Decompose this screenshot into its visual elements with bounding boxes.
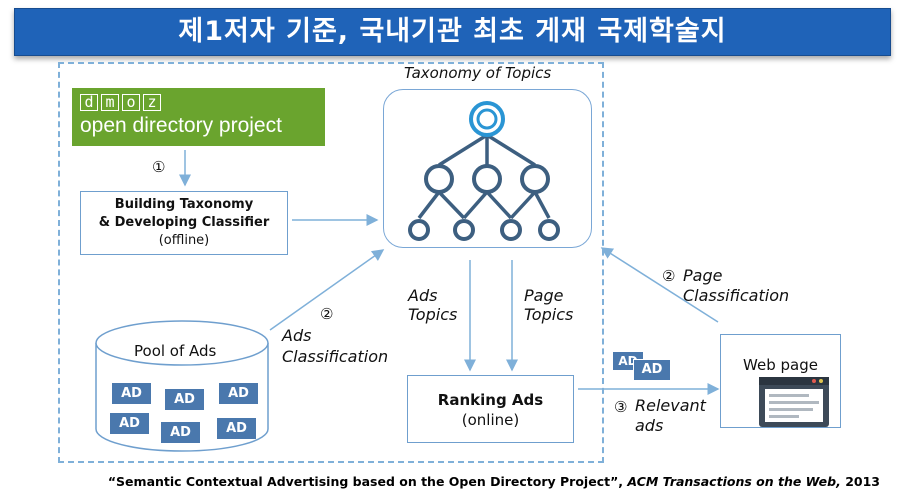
web-page-label: Web page — [743, 356, 818, 374]
relevant-ads-line1: Relevant — [635, 396, 706, 415]
citation-year: 2013 — [840, 474, 880, 489]
page-classification-line2: Classification — [683, 286, 790, 305]
step-two-page-marker: ② — [662, 267, 676, 285]
page-classification-line1: Page — [683, 266, 723, 285]
citation-journal: ACM Transactions on the Web, — [627, 474, 841, 489]
ad-tile: AD — [161, 422, 200, 443]
page-topics-line2: Topics — [524, 305, 574, 324]
building-line3: (offline) — [158, 233, 210, 248]
ad-tile: AD — [217, 418, 256, 439]
citation: “Semantic Contextual Advertising based o… — [108, 474, 880, 489]
title-banner: 제1저자 기준, 국내기관 최초 게재 국제학술지 — [14, 8, 891, 56]
dmoz-letters: d m o z — [80, 94, 161, 111]
ad-tile: AD — [633, 359, 671, 381]
system-boundary — [58, 62, 604, 463]
ranking-ads-box: Ranking Ads (online) — [407, 375, 574, 443]
ads-topics-line2: Topics — [408, 305, 458, 324]
step-three-marker: ③ — [614, 398, 628, 416]
pool-title: Pool of Ads — [134, 342, 217, 360]
step-one-marker: ① — [152, 158, 166, 176]
dmoz-letter: z — [143, 94, 161, 111]
building-line1: Building Taxonomy — [114, 197, 254, 212]
ranking-subtitle: (online) — [461, 411, 520, 429]
taxonomy-box — [383, 89, 592, 248]
dmoz-logo: d m o z open directory project — [72, 88, 325, 146]
dmoz-letter: o — [122, 94, 140, 111]
taxonomy-tree-icon — [408, 101, 560, 241]
ads-classification-line1: Ads — [282, 326, 312, 345]
arrow-webpage-to-taxonomy — [600, 247, 719, 323]
dmoz-letter: m — [101, 94, 119, 111]
ad-tile: AD — [219, 383, 258, 404]
ad-tile: AD — [110, 413, 149, 434]
ad-tile: AD — [112, 383, 151, 404]
browser-window-icon — [759, 377, 829, 427]
ads-topics-line1: Ads — [408, 286, 438, 305]
relevant-ads-line2: ads — [635, 416, 664, 435]
page-topics-line1: Page — [524, 286, 564, 305]
ad-tile: AD — [165, 389, 204, 410]
dmoz-title: open directory project — [80, 114, 282, 137]
citation-quote: “Semantic Contextual Advertising based o… — [107, 474, 628, 489]
ads-classification-line2: Classification — [282, 347, 389, 366]
ad-tile: AD — [613, 352, 643, 370]
building-taxonomy-box: Building Taxonomy & Developing Classifie… — [80, 191, 288, 255]
dmoz-letter: d — [80, 94, 98, 111]
arrow-pool-to-taxonomy — [269, 249, 385, 331]
ranking-title: Ranking Ads — [437, 391, 544, 409]
step-two-ads-marker: ② — [320, 305, 334, 323]
taxonomy-title: Taxonomy of Topics — [404, 64, 552, 82]
building-line2: & Developing Classifier — [98, 215, 270, 230]
banner-title: 제1저자 기준, 국내기관 최초 게재 국제학술지 — [178, 16, 727, 47]
